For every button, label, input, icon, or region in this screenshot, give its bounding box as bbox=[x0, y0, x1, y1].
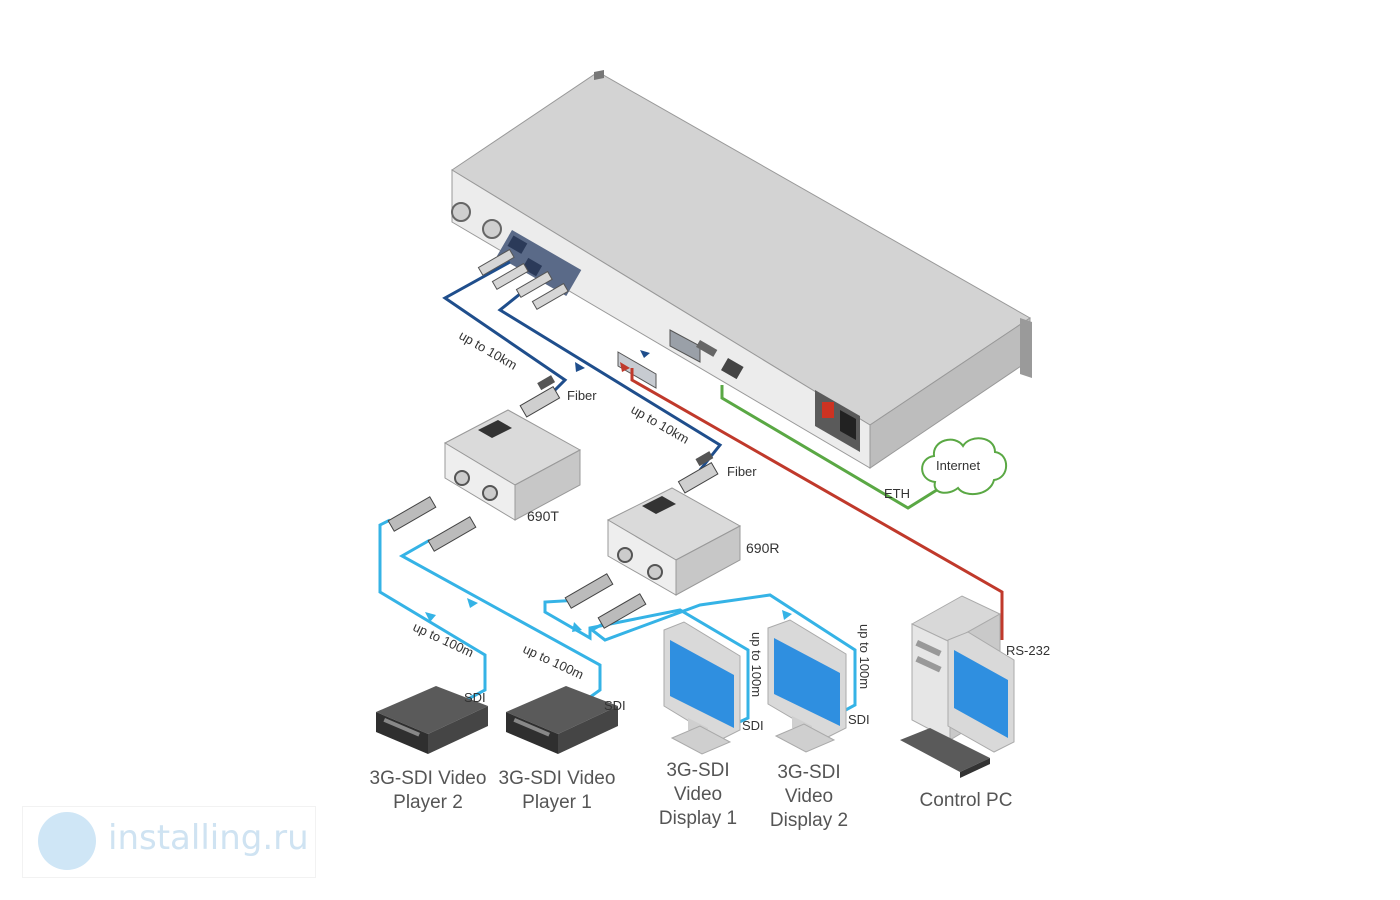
label-display1-line2: Video bbox=[674, 784, 722, 805]
video-display-2 bbox=[767, 619, 847, 753]
label-range-sdi-1: up to 100m bbox=[411, 619, 476, 660]
video-player-2 bbox=[376, 686, 488, 754]
watermark-logo-icon bbox=[38, 812, 96, 870]
label-player1-line1: 3G-SDI Video bbox=[499, 768, 616, 789]
label-range-sdi-3: up to 100m bbox=[749, 632, 764, 697]
label-fiber-1: Fiber bbox=[567, 388, 597, 403]
label-fiber-2: Fiber bbox=[727, 464, 757, 479]
label-sdi-2: SDI bbox=[604, 698, 626, 713]
eth-cable bbox=[720, 385, 941, 510]
control-pc bbox=[900, 595, 1015, 778]
flow-arrows bbox=[425, 598, 792, 632]
watermark-text: installing.ru bbox=[108, 818, 309, 858]
label-range-sdi-2: up to 100m bbox=[521, 641, 586, 682]
fiber-plug-2 bbox=[677, 451, 719, 494]
rs232-arrow bbox=[620, 362, 630, 372]
label-display1-line3: Display 1 bbox=[659, 808, 737, 829]
label-display2-line1: 3G-SDI bbox=[777, 762, 840, 783]
label-player2-line2: Player 2 bbox=[393, 792, 463, 813]
rs232-cable bbox=[630, 368, 1004, 640]
label-sdi-4: SDI bbox=[848, 712, 870, 727]
label-player1-line2: Player 1 bbox=[522, 792, 592, 813]
unit-690r bbox=[564, 487, 742, 629]
label-range-fiber-1: up to 10km bbox=[457, 328, 520, 373]
label-eth: ETH bbox=[884, 486, 910, 501]
label-control-pc: Control PC bbox=[920, 790, 1013, 811]
unit-690t bbox=[387, 409, 582, 552]
label-sdi-1: SDI bbox=[464, 690, 486, 705]
label-rs232: RS-232 bbox=[1006, 643, 1050, 658]
label-internet: Internet bbox=[936, 458, 980, 473]
label-display2-line2: Video bbox=[785, 786, 833, 807]
video-player-1 bbox=[506, 686, 618, 754]
video-display-1 bbox=[663, 621, 741, 755]
label-player2-line1: 3G-SDI Video bbox=[370, 768, 487, 789]
label-690t: 690T bbox=[527, 508, 559, 524]
internet-cloud bbox=[921, 437, 1008, 496]
label-display1-line1: 3G-SDI bbox=[666, 760, 729, 781]
label-690r: 690R bbox=[746, 540, 779, 556]
rack-fiber-plugs bbox=[477, 248, 569, 311]
fiber-arrows bbox=[575, 350, 650, 372]
sdi-cables bbox=[378, 518, 857, 726]
fiber-plug-1 bbox=[519, 375, 561, 418]
label-range-sdi-4: up to 100m bbox=[857, 624, 872, 689]
label-sdi-3: SDI bbox=[742, 718, 764, 733]
rack-unit bbox=[451, 70, 1032, 469]
label-display2-line3: Display 2 bbox=[770, 810, 848, 831]
